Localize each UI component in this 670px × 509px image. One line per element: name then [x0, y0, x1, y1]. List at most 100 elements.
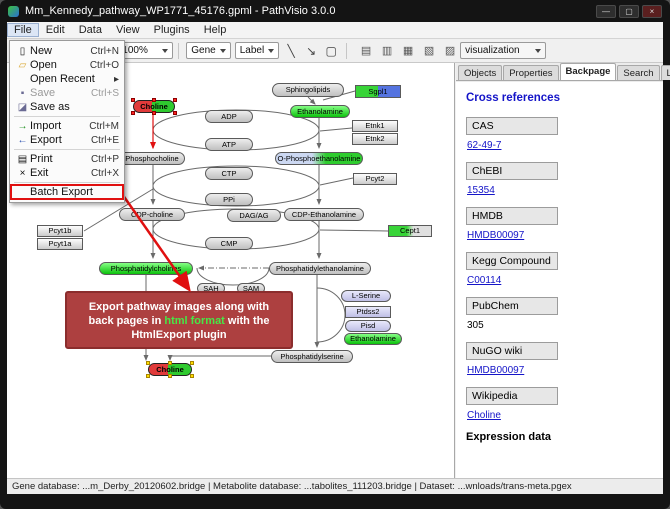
node-ethanolamine[interactable]: Ethanolamine [344, 333, 402, 345]
crossref-id-link[interactable]: C00114 [467, 275, 502, 286]
node-cept1[interactable]: Cept1 [388, 225, 432, 237]
stack-vertical-icon[interactable]: ▨ [444, 44, 456, 57]
menu-item-batch-export[interactable]: Batch Export [10, 184, 124, 200]
annotation-text: with the HtmlExport plugin [131, 315, 270, 341]
close-icon[interactable]: × [642, 4, 662, 18]
backpage-heading: Cross references [466, 92, 560, 104]
node-adp[interactable]: ADP [205, 110, 253, 123]
node-dag-ag[interactable]: DAG/AG [227, 209, 281, 222]
menu-help[interactable]: Help [203, 24, 227, 36]
node-o-phosphoethanolamine[interactable]: O-Phosphoethanolamine [275, 152, 363, 165]
window-title: Mm_Kennedy_pathway_WP1771_45176.gpml - P… [25, 5, 336, 17]
menu-plugins[interactable]: Plugins [153, 24, 190, 36]
node-phosphocholine[interactable]: Phosphocholine [119, 152, 185, 165]
node-cmp[interactable]: CMP [205, 237, 253, 250]
menu-item-save-as[interactable]: ◪Save as [11, 100, 123, 114]
submenu-arrow-icon: ▸ [113, 73, 119, 85]
node-ppi[interactable]: PPi [205, 193, 253, 206]
crossref-source: Kegg Compound [466, 252, 558, 270]
tab-legend[interactable]: Legend [660, 65, 670, 80]
node-cdp-ethanolamine[interactable]: CDP-Ethanolamine [284, 208, 364, 221]
line-tool-icon[interactable]: ╲ [287, 43, 295, 58]
node-ethanolamine[interactable]: Ethanolamine [290, 105, 350, 118]
crossref-id-link[interactable]: HMDB00097 [467, 365, 525, 376]
node-pcyt2[interactable]: Pcyt2 [353, 173, 397, 185]
menu-separator [14, 116, 120, 117]
datanode-type-select[interactable]: Gene [186, 42, 231, 59]
selection-handle[interactable] [173, 111, 177, 115]
saveas-icon: ◪ [17, 101, 28, 113]
menu-data[interactable]: Data [78, 24, 102, 36]
selection-handle[interactable] [131, 98, 135, 102]
selection-handle[interactable] [190, 374, 194, 378]
shape-tool-icon[interactable]: ▢ [325, 43, 337, 58]
menu-item-label: Exit [30, 167, 49, 179]
selection-handle[interactable] [152, 98, 156, 102]
tab-objects[interactable]: Objects [458, 65, 503, 80]
tab-backpage[interactable]: Backpage [559, 63, 617, 80]
node-l-serine[interactable]: L-Serine [341, 290, 391, 302]
node-cdp-choline[interactable]: CDP-choline [119, 208, 185, 221]
menu-file[interactable]: File [7, 23, 39, 37]
crossref-source: HMDB [466, 207, 558, 225]
selection-handle[interactable] [131, 111, 135, 115]
selection-handle[interactable] [152, 111, 156, 115]
minimize-icon[interactable]: — [596, 4, 616, 18]
node-phosphatidylcholines[interactable]: Phosphatidylcholines [99, 262, 193, 275]
menu-edit[interactable]: Edit [45, 24, 65, 36]
label-tool-select[interactable]: Label [234, 42, 280, 59]
node-atp[interactable]: ATP [205, 138, 253, 151]
node-pcyt1b[interactable]: Pcyt1b [37, 225, 83, 237]
export-icon: ← [17, 134, 28, 146]
tab-search[interactable]: Search [617, 65, 660, 80]
selection-handle[interactable] [168, 361, 172, 365]
align-center-icon[interactable]: ▥ [381, 44, 393, 57]
selection-handle[interactable] [146, 374, 150, 378]
menu-item-label: Batch Export [30, 186, 93, 198]
crossref-id-link[interactable]: 62-49-7 [467, 140, 502, 151]
menu-item-shortcut: Ctrl+P [90, 153, 119, 165]
menu-item-label: Export [30, 134, 62, 146]
node-phosphatidylethanolamine[interactable]: Phosphatidylethanolamine [269, 262, 371, 275]
selection-handle[interactable] [190, 361, 194, 365]
node-phosphatidylserine[interactable]: Phosphatidylserine [271, 350, 353, 363]
zoom-select[interactable]: 100% [117, 42, 174, 59]
distribute-horizontal-icon[interactable]: ▧ [423, 44, 435, 57]
tab-properties[interactable]: Properties [503, 65, 559, 80]
node-sgpl1[interactable]: Sgpl1 [355, 85, 401, 98]
node-ctp[interactable]: CTP [205, 167, 253, 180]
node-choline[interactable]: Choline [146, 361, 194, 378]
selection-handle[interactable] [168, 374, 172, 378]
selection-handle[interactable] [173, 98, 177, 102]
crossref-source: ChEBI [466, 162, 558, 180]
arrow-tool-icon[interactable]: ↘ [306, 43, 317, 58]
align-right-icon[interactable]: ▦ [402, 44, 414, 57]
menu-item-open-recent[interactable]: Open Recent▸ [11, 72, 123, 86]
crossref-id-link[interactable]: Choline [467, 410, 501, 421]
alignment-toolbar: ▤ ▥ ▦ ▧ ▨ [356, 42, 460, 60]
node-sphingolipids[interactable]: Sphingolipids [272, 83, 344, 97]
node-etnk2[interactable]: Etnk2 [352, 133, 398, 145]
visualization-select[interactable]: visualization [460, 42, 547, 59]
selection-handle[interactable] [146, 361, 150, 365]
node-pcyt1a[interactable]: Pcyt1a [37, 238, 83, 250]
crossref-source: CAS [466, 117, 558, 135]
align-left-icon[interactable]: ▤ [360, 44, 372, 57]
node-ptdss2[interactable]: Ptdss2 [345, 306, 391, 318]
crossref-id-link[interactable]: HMDB00097 [467, 230, 525, 241]
node-etnk1[interactable]: Etnk1 [352, 120, 398, 132]
maximize-icon[interactable]: ▢ [619, 4, 639, 18]
node-choline[interactable]: Choline [131, 98, 177, 115]
node-pisd[interactable]: Pisd [345, 320, 391, 332]
crossref-id-link[interactable]: 15354 [467, 185, 495, 196]
menu-view[interactable]: View [115, 24, 140, 36]
chevron-down-icon [162, 48, 169, 53]
